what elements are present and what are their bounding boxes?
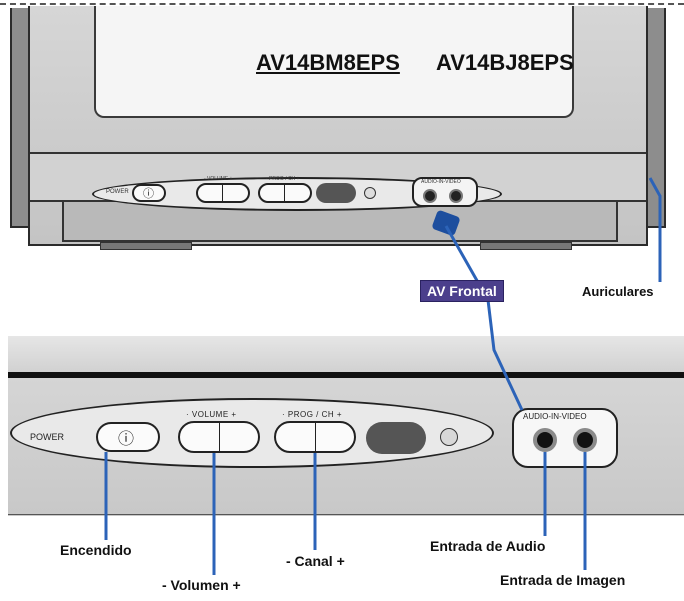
volumen-label: - Volumen +: [162, 577, 241, 593]
model-number-secondary: AV14BJ8EPS: [436, 50, 574, 75]
enlarged-top-band: [8, 336, 684, 376]
enlarged-black-stripe: [8, 372, 684, 378]
model-number-primary: AV14BM8EPS: [256, 50, 400, 75]
enlarged-power-label: POWER: [30, 432, 65, 442]
tv-volume-divider: [222, 185, 223, 201]
tv-ir-sensor: [316, 183, 356, 203]
enlarged-volume-label: · VOLUME +: [186, 410, 237, 419]
enlarged-led: [440, 428, 458, 446]
tv-foot-left: [100, 242, 192, 250]
tv-prog-label: - PROG / CH +: [266, 176, 300, 182]
tv-video-jack[interactable]: [449, 189, 463, 203]
av-frontal-leader: [444, 225, 524, 411]
enlarged-prog-divider: [315, 423, 316, 451]
tv-av-label: AUDIO-IN-VIDEO: [421, 179, 461, 185]
tv-prog-divider: [284, 185, 285, 201]
tv-power-button[interactable]: [132, 184, 166, 202]
entrada-audio-label: Entrada de Audio: [430, 538, 546, 554]
tv-prog-rocker[interactable]: [258, 183, 312, 203]
enlarged-prog-label: · PROG / CH +: [282, 410, 343, 419]
top-border-dashes: [0, 3, 684, 5]
tv-volume-label: - VOLUME +: [204, 176, 233, 182]
tv-audio-jack[interactable]: [423, 189, 437, 203]
tv-led: [364, 187, 376, 199]
auriculares-leader: [648, 177, 662, 282]
tv-power-label: POWER: [106, 189, 129, 195]
encendido-label: Encendido: [60, 542, 132, 558]
power-icon: ⓘ: [143, 188, 154, 200]
enlarged-bottom-edge: [8, 514, 684, 515]
tv-screen: [94, 6, 574, 118]
tv-av-input-box: [412, 177, 478, 207]
entrada-imagen-label: Entrada de Imagen: [500, 572, 626, 588]
enlarged-av-label: AUDIO-IN-VIDEO: [523, 412, 587, 421]
enlarged-video-jack[interactable]: [573, 428, 597, 452]
enlarged-av-input-box: [512, 408, 618, 468]
auriculares-label: Auriculares: [582, 284, 654, 299]
power-icon: ⓘ: [118, 431, 135, 448]
tv-volume-rocker[interactable]: [196, 183, 250, 203]
enlarged-ir-sensor: [366, 422, 426, 454]
enlarged-volume-divider: [219, 423, 220, 451]
tv-foot-right: [480, 242, 572, 250]
enlarged-audio-jack[interactable]: [533, 428, 557, 452]
enlarged-power-button[interactable]: [96, 422, 160, 452]
av-frontal-label: AV Frontal: [420, 280, 504, 302]
canal-label: - Canal +: [286, 553, 345, 569]
